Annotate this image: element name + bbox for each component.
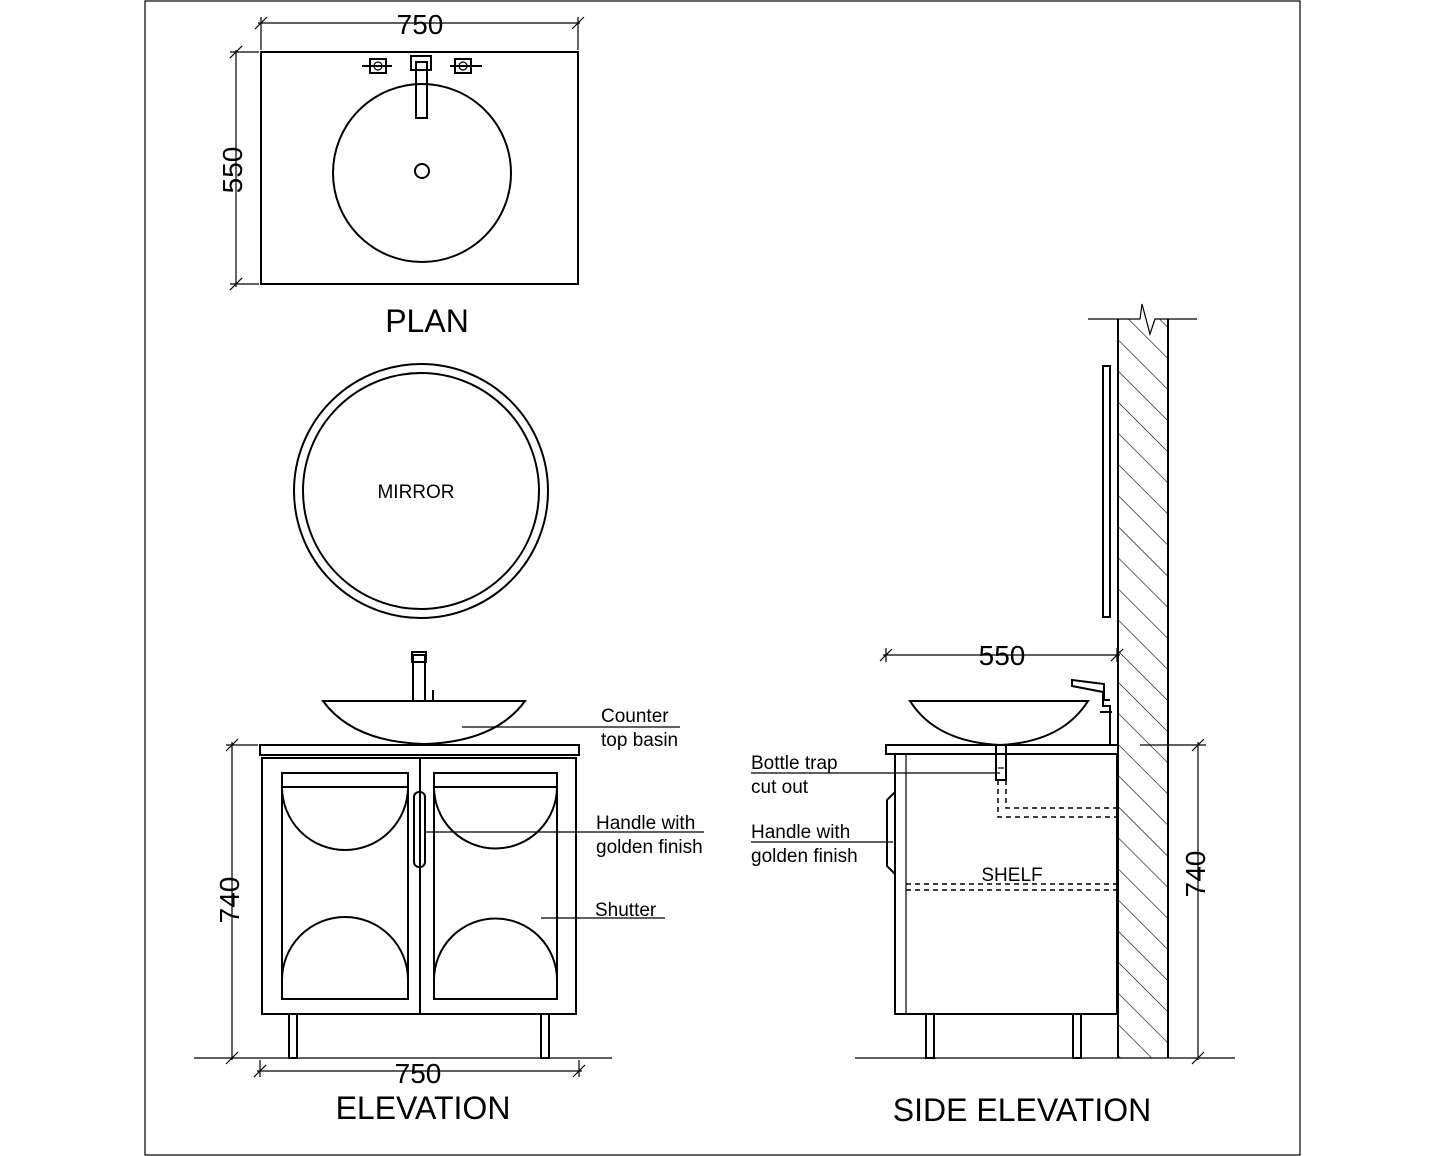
mirror-outer-ring <box>293 363 549 619</box>
plan-countertop <box>260 51 579 285</box>
leg-left <box>288 1013 298 1059</box>
callout-counter-line2: top basin <box>601 730 678 751</box>
shelf-label: SHELF <box>981 865 1042 886</box>
wall-break-line <box>1088 303 1197 337</box>
plan-left-tap-icon <box>362 58 392 74</box>
callout-side-handle-line2: golden finish <box>751 846 858 867</box>
sheet-border <box>144 0 1301 1156</box>
plan-width-dim: 750 <box>397 9 444 40</box>
plan-view: 750 550 PLAN <box>217 9 585 339</box>
elevation-countertop <box>259 744 580 756</box>
side-elevation: SHELF 550 740 Bottle trap cut out Handle… <box>751 303 1235 1128</box>
plan-depth-dim: 550 <box>217 147 248 194</box>
callout-counter-line1: Counter <box>601 706 669 727</box>
plan-title: PLAN <box>385 303 469 339</box>
leg-right <box>540 1013 550 1059</box>
plan-drain <box>414 163 430 179</box>
plan-faucet <box>415 61 428 119</box>
left-shutter <box>281 772 409 1000</box>
callout-shutter: Shutter <box>595 900 657 921</box>
side-faucet <box>1071 678 1111 745</box>
callout-side-handle-line1: Handle with <box>751 822 850 843</box>
front-elevation: 740 750 Counter top basin Handle with go… <box>194 651 704 1126</box>
side-depth-dim: 550 <box>979 640 1026 671</box>
side-height-dim: 740 <box>1180 851 1211 898</box>
mirror-label: MIRROR <box>377 482 454 503</box>
side-basin <box>908 700 1090 747</box>
callout-trap-line1: Bottle trap <box>751 753 838 774</box>
elevation-width-dim: 750 <box>395 1058 442 1089</box>
right-shutter <box>433 772 558 1000</box>
door-handle <box>413 791 426 868</box>
elevation-title: ELEVATION <box>336 1090 511 1126</box>
mirror-inner-ring <box>302 372 540 610</box>
side-door-edge <box>894 753 907 1015</box>
callout-handle-line1: Handle with <box>596 813 695 834</box>
side-leg-right <box>1072 1013 1082 1059</box>
callout-trap-line2: cut out <box>751 777 809 798</box>
wall-hatch <box>1118 319 1168 1058</box>
side-leg-left <box>925 1013 935 1059</box>
elevation-height-dim: 740 <box>214 877 245 924</box>
bottle-trap <box>995 744 1007 781</box>
elevation-basin <box>321 700 527 746</box>
side-mirror <box>1102 365 1111 618</box>
side-countertop <box>885 744 1119 755</box>
mirror: MIRROR <box>293 363 549 619</box>
callout-handle-line2: golden finish <box>596 837 703 858</box>
plan-basin <box>332 83 512 263</box>
side-handle <box>886 791 896 875</box>
plan-right-tap-icon <box>450 58 482 74</box>
side-elevation-title: SIDE ELEVATION <box>893 1092 1151 1128</box>
